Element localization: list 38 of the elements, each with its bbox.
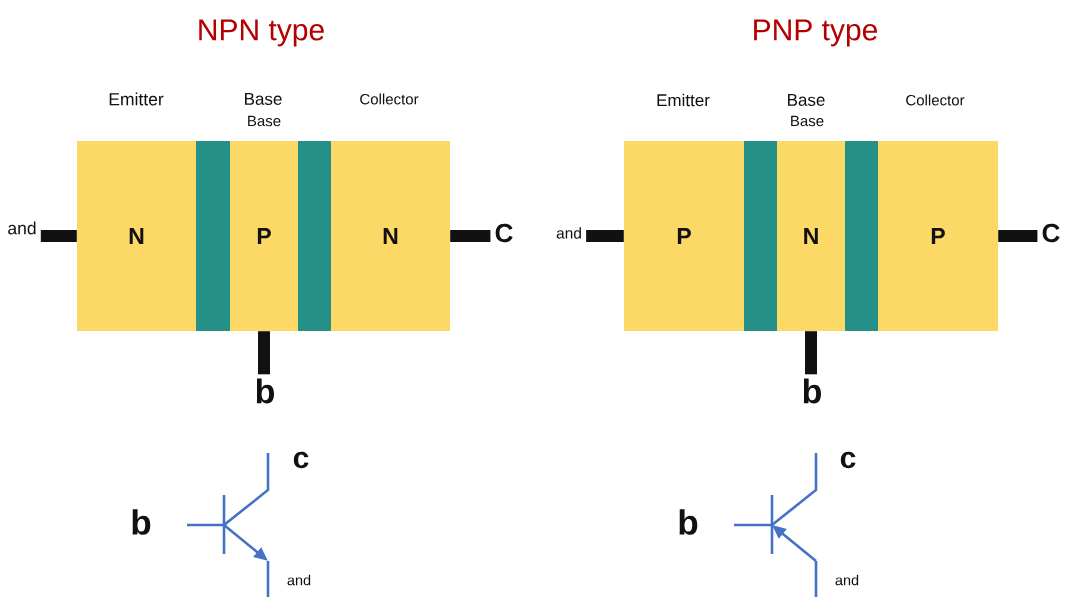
terminal-label: b [256, 378, 274, 404]
region-heading: Base [791, 115, 824, 127]
junction-band [298, 141, 331, 331]
region-heading: Base [788, 94, 825, 106]
terminal-label: and [8, 221, 36, 235]
lead-wire [450, 230, 491, 242]
terminal-label: and [287, 574, 311, 586]
lead-wire [586, 230, 624, 242]
lead-wire [258, 331, 270, 375]
semiconductor-region: P [624, 141, 744, 331]
terminal-label: C [1042, 223, 1060, 243]
lead-wire [998, 230, 1038, 242]
junction-band [744, 141, 777, 331]
type-heading: PNP type [754, 19, 877, 47]
terminal-label: b [132, 509, 151, 535]
junction-band [196, 141, 230, 331]
semiconductor-region: P [230, 141, 298, 331]
terminal-label: and [835, 574, 859, 586]
semiconductor-region: P [878, 141, 998, 331]
semiconductor-region: N [777, 141, 845, 331]
terminal-label: and [556, 227, 581, 239]
semiconductor-region: N [331, 141, 450, 331]
region-heading: Emitter [109, 92, 164, 106]
lead-wire [805, 331, 817, 375]
terminal-label: c [293, 451, 309, 469]
terminal-label: b [679, 509, 698, 535]
lead-wire [40, 230, 77, 242]
terminal-label: C [495, 223, 513, 243]
terminal-label: b [803, 378, 821, 404]
region-heading: Collector [360, 93, 419, 105]
region-heading: Collector [906, 94, 965, 106]
semiconductor-region: N [77, 141, 196, 331]
region-heading: Emitter [657, 93, 710, 107]
type-heading: NPN type [199, 19, 324, 47]
terminal-label: c [840, 451, 856, 469]
region-heading: Base [245, 93, 282, 105]
junction-band [845, 141, 878, 331]
region-heading: Base [248, 115, 281, 127]
